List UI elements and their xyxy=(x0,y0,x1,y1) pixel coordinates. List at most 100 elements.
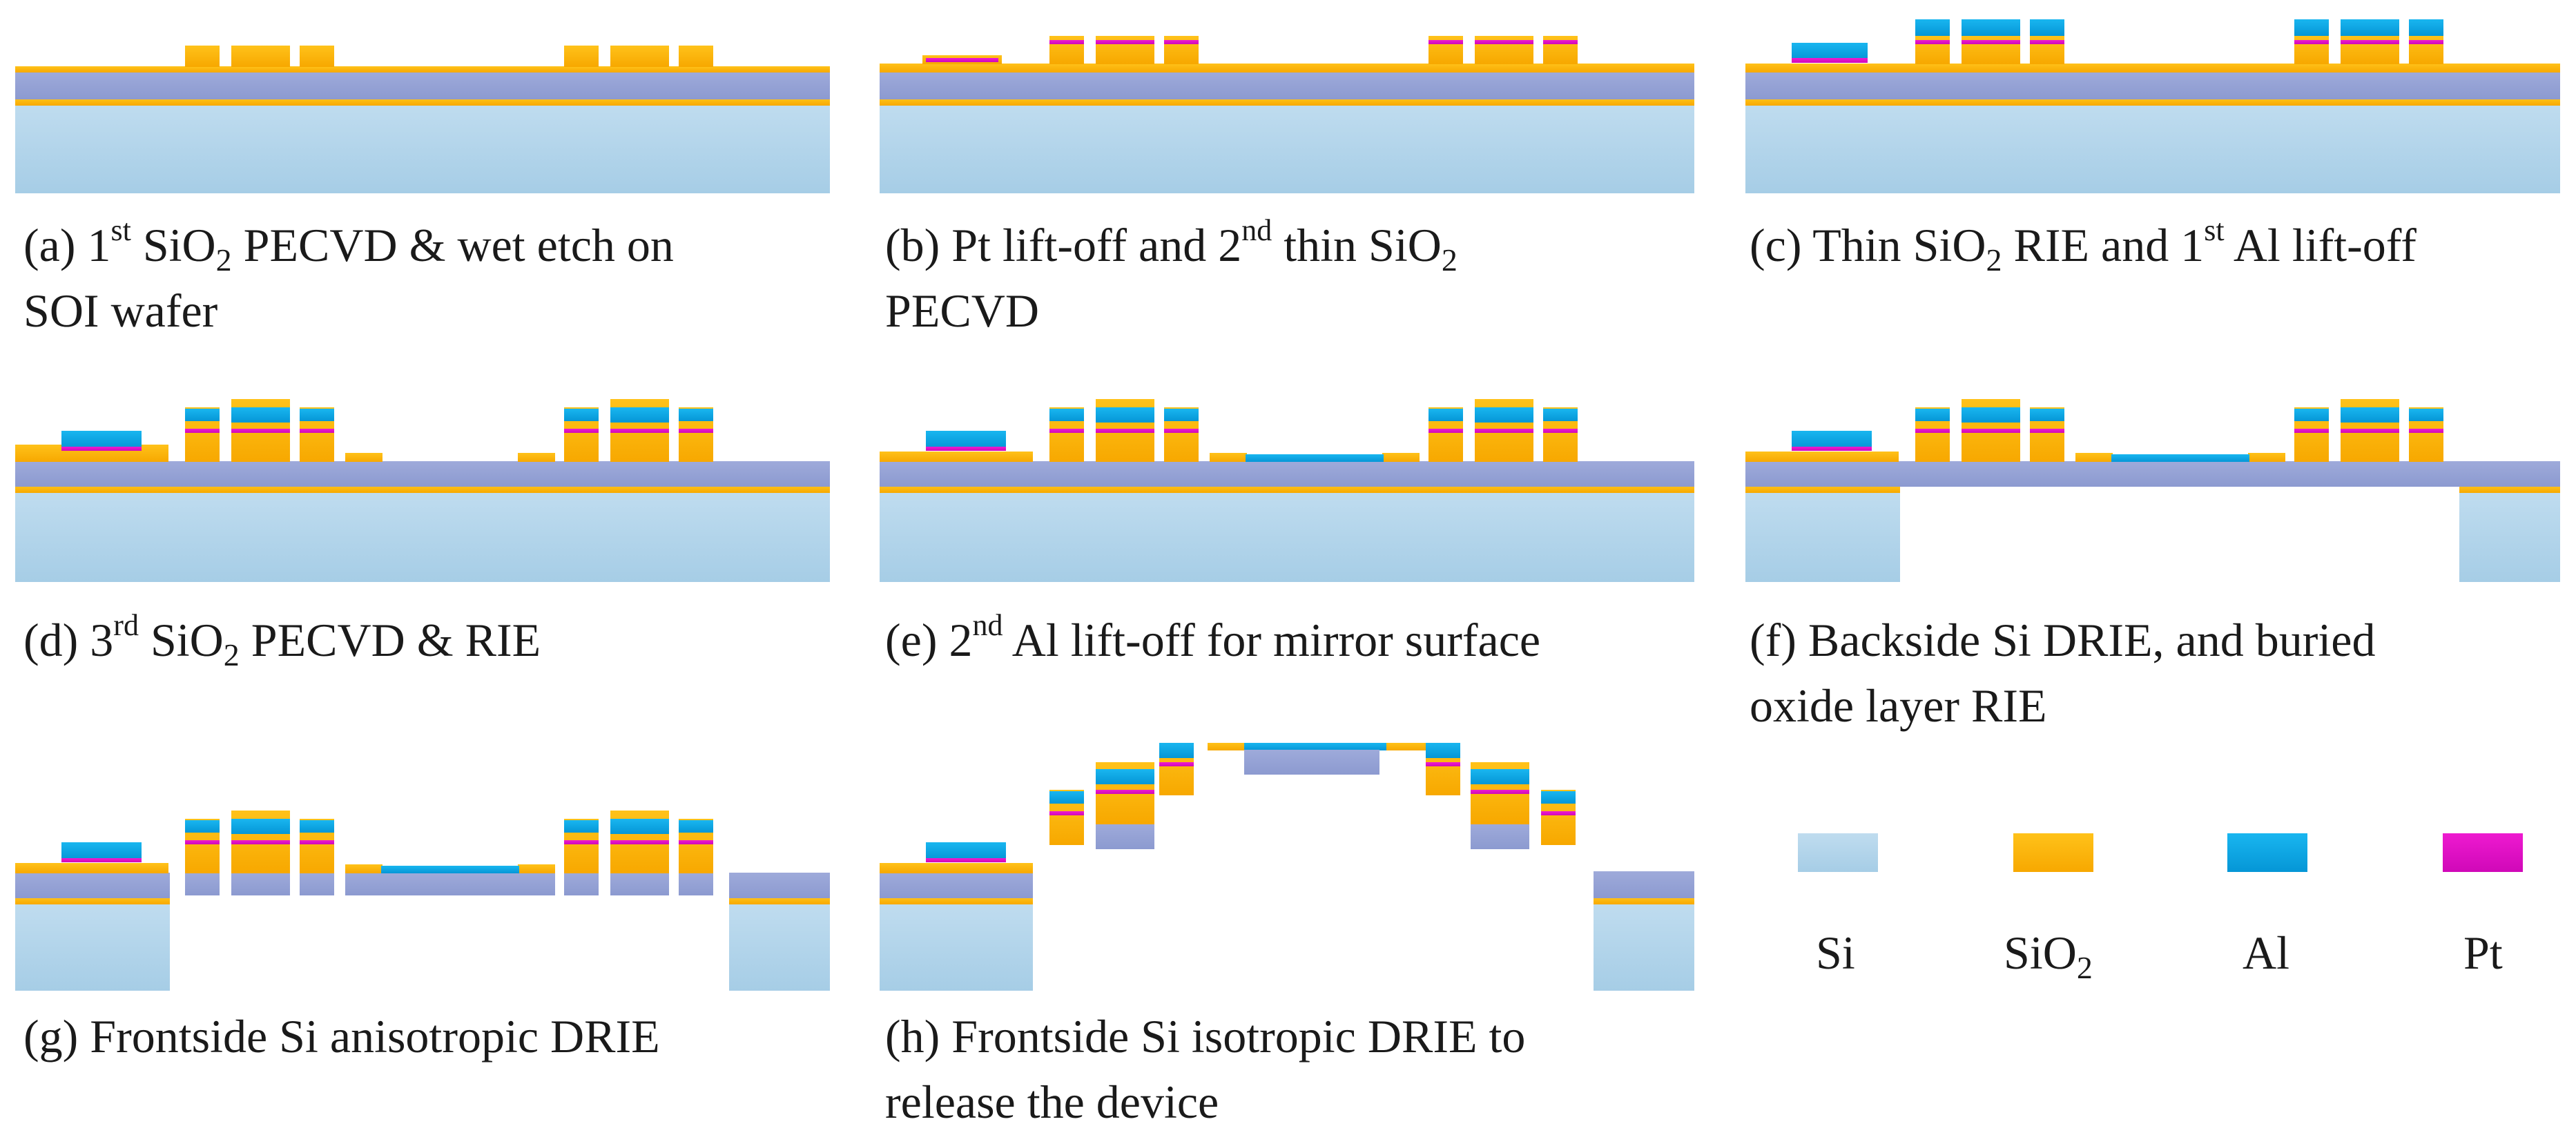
caption-d: (d) 3rd SiO2 PECVD & RIE xyxy=(23,608,541,673)
si-handle-right xyxy=(1594,904,1694,991)
si-device-layer xyxy=(880,461,1694,487)
pt-heater-lines xyxy=(185,429,713,433)
si-handle-right xyxy=(729,904,830,991)
legend-label-pt: Pt xyxy=(2463,927,2503,979)
caption-e: (e) 2nd Al lift-off for mirror surface xyxy=(885,608,1540,673)
caption-a-line1: (a) 1st SiO2 PECVD & wet etch on xyxy=(23,213,674,278)
caption-h: (h) Frontside Si isotropic DRIE to relea… xyxy=(885,1004,1525,1135)
caption-g-line1: (g) Frontside Si anisotropic DRIE xyxy=(23,1010,660,1063)
legend-swatch-pt xyxy=(2443,833,2523,872)
caption-b: (b) Pt lift-off and 2nd thin SiO2 PECVD xyxy=(885,213,1458,344)
al-actuator-layers xyxy=(185,819,713,834)
buried-oxide-left xyxy=(880,898,1033,904)
caption-f-line2: oxide layer RIE xyxy=(1750,679,2047,732)
bimorph-leg-left-2 xyxy=(1096,762,1154,849)
si-device-islands xyxy=(15,873,830,898)
caption-c-line1: (c) Thin SiO2 RIE and 1st Al lift-off xyxy=(1750,213,2417,278)
si-handle-wafer xyxy=(880,105,1694,193)
al-bond-pad xyxy=(926,431,1006,451)
si-handle-wafer xyxy=(880,492,1694,582)
pt-heater-lines xyxy=(1915,40,2443,44)
si-handle-left xyxy=(1745,492,1900,582)
al-bond-pad xyxy=(1792,431,1872,451)
sio2-third-layer xyxy=(1745,452,2285,462)
si-device-left xyxy=(880,873,1033,898)
panel-c-cross-section xyxy=(1745,19,2560,193)
sio2-thin-layer xyxy=(880,64,1694,72)
caption-h-line1: (h) Frontside Si isotropic DRIE to xyxy=(885,1010,1526,1063)
panel-a-cross-section xyxy=(15,46,830,193)
caption-g: (g) Frontside Si anisotropic DRIE xyxy=(23,1004,660,1069)
si-device-layer xyxy=(15,461,830,487)
sio2-bond-pad xyxy=(922,55,1002,64)
legend-swatch-sio2 xyxy=(2013,833,2093,872)
buried-oxide-layer xyxy=(880,99,1694,106)
sio2-thin-layer xyxy=(15,66,830,72)
bimorph-leg-right-1 xyxy=(1426,743,1460,795)
pt-heater-lines xyxy=(185,840,713,844)
buried-oxide-layer xyxy=(880,486,1694,493)
caption-b-line2: PECVD xyxy=(885,284,1039,337)
pt-heater-lines xyxy=(1049,429,1578,433)
buried-oxide-right xyxy=(1594,898,1694,904)
buried-oxide-layer xyxy=(1745,99,2560,106)
panel-d-cross-section xyxy=(15,399,830,582)
buried-oxide-left xyxy=(1745,486,1900,493)
al-actuator-layers xyxy=(185,407,713,423)
sio2-pads xyxy=(185,46,713,67)
buried-oxide-layer xyxy=(15,99,830,106)
sio2-third-layer xyxy=(15,863,555,873)
al-mirror-surface xyxy=(1246,454,1384,462)
si-handle-wafer xyxy=(15,492,830,582)
si-device-layer xyxy=(880,72,1694,99)
buried-oxide-right xyxy=(729,898,830,904)
caption-d-line1: (d) 3rd SiO2 PECVD & RIE xyxy=(23,608,541,672)
panel-b-cross-section xyxy=(880,36,1694,193)
panel-f-cross-section xyxy=(1745,399,2560,582)
legend-label-al: Al xyxy=(2243,927,2289,979)
caption-f-line1: (f) Backside Si DRIE, and buried xyxy=(1750,614,2376,666)
caption-c: (c) Thin SiO2 RIE and 1st Al lift-off xyxy=(1750,213,2417,278)
al-mirror-surface xyxy=(381,866,519,873)
si-device-layer xyxy=(1745,461,2560,487)
caption-f: (f) Backside Si DRIE, and buried oxide l… xyxy=(1750,608,2375,739)
al-actuator-layers xyxy=(1049,407,1578,423)
caption-e-line1: (e) 2nd Al lift-off for mirror surface xyxy=(885,608,1541,667)
al-actuator-layers xyxy=(1915,19,2443,36)
bimorph-leg-right-3 xyxy=(1541,790,1576,845)
si-handle-wafer xyxy=(1745,105,2560,193)
al-bond-pad xyxy=(61,431,142,451)
si-handle-right xyxy=(2459,492,2560,582)
released-mirror-plate xyxy=(1208,743,1429,775)
panel-e-cross-section xyxy=(880,399,1694,582)
legend-label-sio2: SiO2 xyxy=(2004,927,2093,985)
sio2-third-layer xyxy=(880,452,1420,462)
al-actuator-layers xyxy=(1915,407,2443,423)
si-handle-wafer xyxy=(15,105,830,193)
sio2-anchor-left xyxy=(880,863,1033,873)
buried-oxide-right xyxy=(2459,486,2560,493)
caption-a-line2: SOI wafer xyxy=(23,284,218,337)
legend-swatch-al xyxy=(2227,833,2307,872)
legend-label-si: Si xyxy=(1816,927,1855,979)
bimorph-leg-left-1 xyxy=(1049,790,1084,845)
al-mirror-surface xyxy=(2111,454,2249,462)
legend-swatch-si xyxy=(1798,833,1878,872)
legend xyxy=(1798,833,2523,872)
pt-heater-lines xyxy=(1049,40,1578,44)
si-device-layer xyxy=(1745,72,2560,99)
si-device-right xyxy=(1594,871,1694,898)
si-handle-left xyxy=(15,904,170,991)
al-bond-pad xyxy=(926,842,1006,862)
sio2-thin-layer xyxy=(1745,64,2560,72)
panel-g-cross-section xyxy=(15,811,830,991)
caption-b-line1: (b) Pt lift-off and 2nd thin SiO2 xyxy=(885,213,1458,278)
buried-oxide-left xyxy=(15,898,170,904)
al-bond-pad xyxy=(1792,43,1868,63)
caption-a: (a) 1st SiO2 PECVD & wet etch on SOI waf… xyxy=(23,213,674,344)
panel-h-cross-section xyxy=(880,743,1694,991)
bimorph-leg-left-3 xyxy=(1159,743,1194,795)
si-device-layer xyxy=(15,72,830,99)
si-handle-left xyxy=(880,904,1033,991)
